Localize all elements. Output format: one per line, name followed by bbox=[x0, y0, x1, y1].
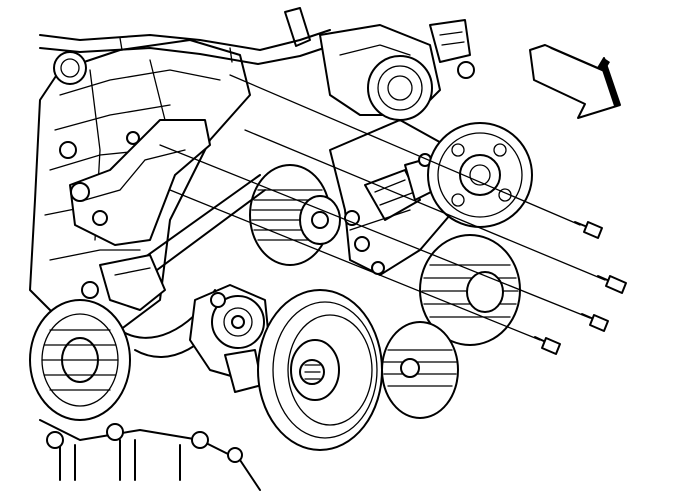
bolt-head bbox=[227, 447, 243, 463]
alternator bbox=[29, 254, 166, 421]
bracket-bolt-head bbox=[126, 131, 140, 145]
crankshaft-balancer bbox=[257, 289, 383, 451]
bracket-bolt-1 bbox=[229, 74, 603, 239]
bracket-bolt-hole bbox=[354, 236, 370, 252]
front-of-vehicle-arrow-icon bbox=[529, 44, 621, 119]
water-pump-pulley bbox=[381, 321, 459, 419]
alternator-connector bbox=[99, 254, 166, 311]
bracket-bolt-3 bbox=[159, 144, 609, 332]
bracket-bolt-head bbox=[70, 182, 90, 202]
bolt-head bbox=[46, 431, 64, 449]
bolt-head bbox=[106, 423, 124, 441]
power-steering-pulley bbox=[427, 122, 533, 228]
pulley-bolt bbox=[311, 211, 329, 229]
bracket-bolt-2 bbox=[244, 129, 627, 294]
idler-pulley-upper bbox=[249, 164, 341, 266]
bracket-bolt-head bbox=[92, 210, 108, 226]
pulley-bolt bbox=[400, 358, 420, 378]
sensor-connector bbox=[429, 19, 471, 63]
bolt-head bbox=[81, 281, 99, 299]
idler-pulley-right bbox=[419, 234, 521, 346]
filler-cap bbox=[53, 51, 87, 85]
lower-housing bbox=[39, 419, 261, 491]
bracket-bolt-head bbox=[59, 141, 77, 159]
bolt-head bbox=[191, 431, 209, 449]
bracket-bolt-4 bbox=[169, 189, 561, 355]
coolant-hose bbox=[39, 7, 331, 85]
bracket-bolts bbox=[159, 74, 627, 355]
belt-tensioner bbox=[189, 284, 271, 393]
bolt-head bbox=[457, 61, 475, 79]
throttle-body bbox=[319, 19, 475, 121]
tensioner-bolt bbox=[210, 292, 226, 308]
